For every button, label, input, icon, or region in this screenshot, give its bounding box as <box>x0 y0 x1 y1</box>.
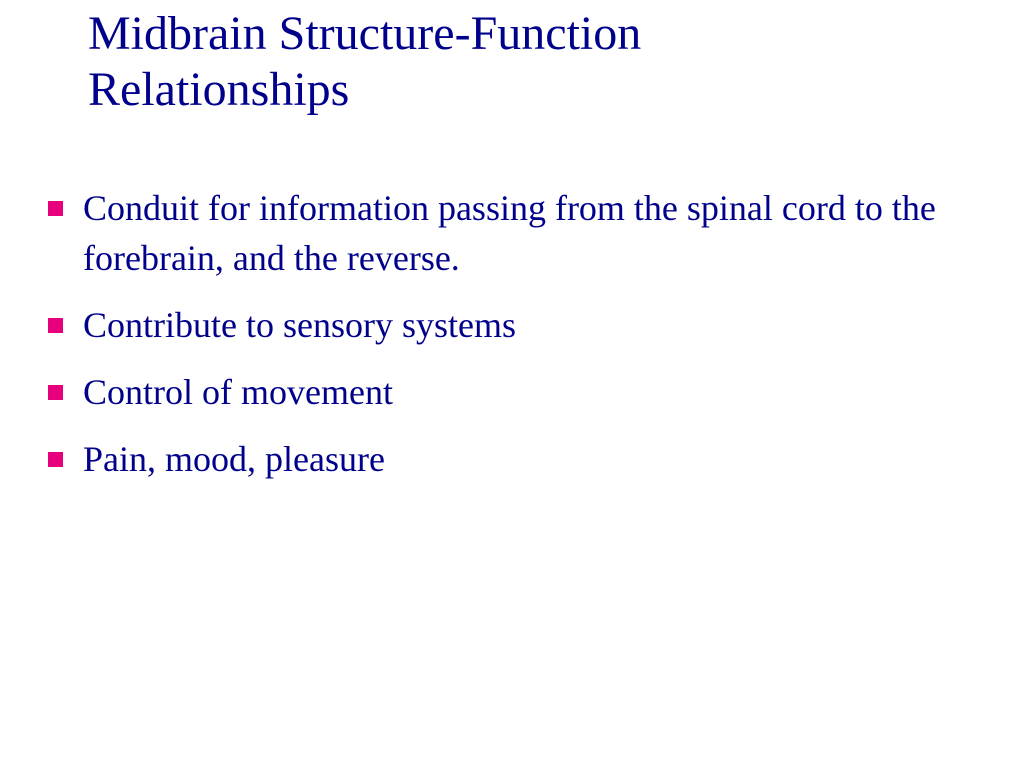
square-bullet-icon <box>48 452 63 467</box>
bullet-text: Control of movement <box>83 372 393 412</box>
bullet-text: Conduit for information passing from the… <box>83 188 936 278</box>
bullet-item: Control of movement <box>44 367 984 417</box>
bullet-text: Pain, mood, pleasure <box>83 439 385 479</box>
bullet-item: Contribute to sensory systems <box>44 300 984 350</box>
bullet-text: Contribute to sensory systems <box>83 305 516 345</box>
square-bullet-icon <box>48 385 63 400</box>
slide-title: Midbrain Structure-Function Relationship… <box>88 6 988 118</box>
bullet-item: Conduit for information passing from the… <box>44 183 984 283</box>
bullet-list: Conduit for information passing from the… <box>44 183 984 501</box>
slide-title-line-1: Midbrain Structure-Function <box>88 7 642 60</box>
slide-title-line-2: Relationships <box>88 63 350 116</box>
square-bullet-icon <box>48 318 63 333</box>
square-bullet-icon <box>48 201 63 216</box>
bullet-item: Pain, mood, pleasure <box>44 434 984 484</box>
